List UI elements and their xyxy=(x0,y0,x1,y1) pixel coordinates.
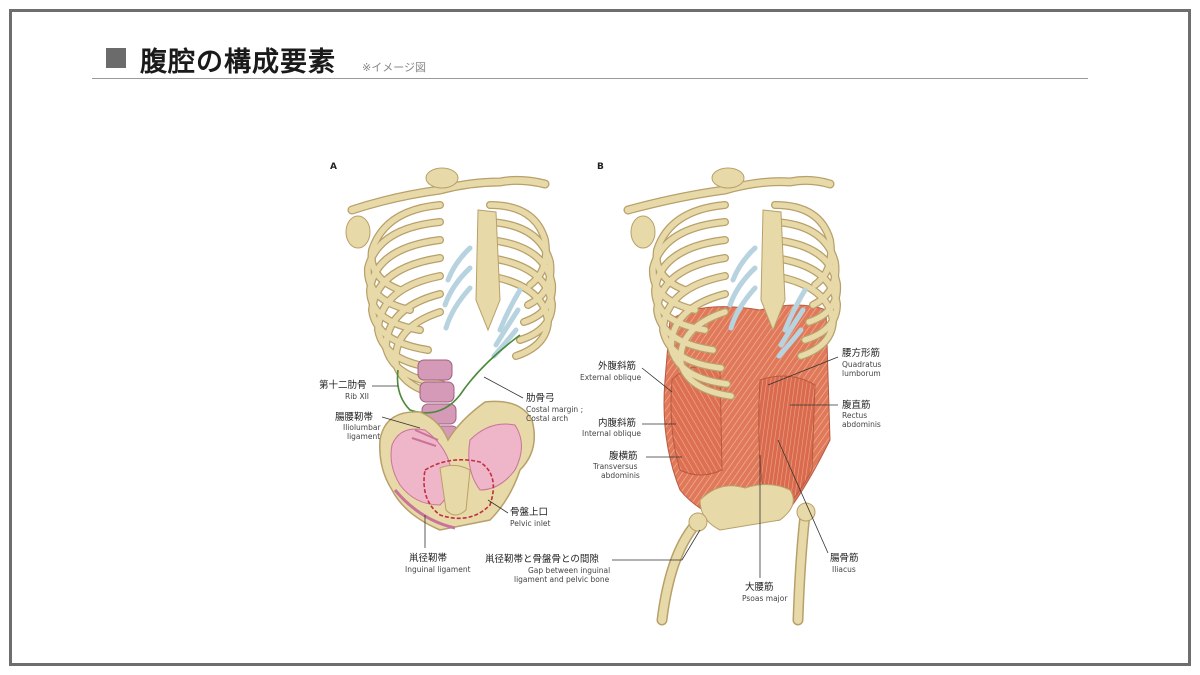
label-psoas-en: Psoas major xyxy=(742,594,788,603)
label-quad-en1: Quadratus xyxy=(842,360,881,369)
panel-b-labels: 外腹斜筋 External oblique 内腹斜筋 Internal obli… xyxy=(485,347,881,603)
label-gap-jp: 鼡径靭帯と骨盤骨との間隙 xyxy=(485,553,599,565)
label-rib12-jp: 第十二肋骨 xyxy=(319,379,367,391)
panel-a-skeleton: A xyxy=(330,162,557,531)
label-costal-en1: Costal margin ; xyxy=(526,405,583,414)
label-quad-en2: lumborum xyxy=(842,369,881,378)
label-psoas-jp: 大腰筋 xyxy=(745,581,774,593)
label-iliolumbar-en2: ligament xyxy=(347,432,380,441)
neck-vertebra-b xyxy=(711,167,745,189)
label-gap-en1: Gap between inguinal xyxy=(528,566,610,575)
label-pelvic-en: Pelvic inlet xyxy=(510,519,551,528)
label-rect-en1: Rectus xyxy=(842,411,867,420)
label-rib12-en: Rib XII xyxy=(345,392,369,401)
slide-header: 腹腔の構成要素 ※イメージ図 xyxy=(106,40,426,80)
sternum-a xyxy=(475,209,501,332)
inguinal-ligament-a xyxy=(393,489,456,530)
leader-quadratus xyxy=(767,356,839,386)
label-int-en: Internal oblique xyxy=(582,429,641,438)
iliolumbar-ligament-a xyxy=(411,429,439,447)
label-trans-jp: 腹横筋 xyxy=(609,450,638,462)
slide-frame xyxy=(9,9,1191,666)
leader-costal xyxy=(483,376,524,399)
pelvis-b xyxy=(699,484,794,531)
leader-external-oblique xyxy=(641,367,673,393)
panel-b-skeleton-muscles: B xyxy=(597,162,842,626)
label-rect-jp: 腹直筋 xyxy=(842,399,871,411)
sternum-b xyxy=(760,209,786,332)
slide-note: ※イメージ図 xyxy=(362,61,426,74)
label-iliolumbar-jp: 腸腰靭帯 xyxy=(335,411,374,423)
label-trans-en2: abdominis xyxy=(601,471,640,480)
title-underline xyxy=(92,78,1088,79)
title-bullet-square xyxy=(106,48,126,68)
panel-a-labels: 第十二肋骨 Rib XII 腸腰靭帯 Iliolumbar ligament 肋… xyxy=(319,376,583,574)
shoulder-knob-a xyxy=(345,215,371,249)
label-iliolumbar-en1: Iliolumbar xyxy=(343,423,381,432)
label-rect-en2: abdominis xyxy=(842,420,881,429)
label-costal-en2: Costal arch xyxy=(526,414,568,423)
shoulder-knob-b xyxy=(630,215,656,249)
iliac-fossa-right-a xyxy=(468,423,522,491)
leader-gap xyxy=(612,529,701,561)
label-ext-en: External oblique xyxy=(580,373,642,382)
panel-b-letter: B xyxy=(597,162,604,172)
label-inguinal-en: Inguinal ligament xyxy=(405,565,471,574)
label-iliacus-jp: 腸骨筋 xyxy=(830,552,859,564)
label-costal-jp: 肋骨弓 xyxy=(526,392,555,404)
leader-pelvic-inlet xyxy=(487,499,509,514)
costal-margin-line xyxy=(396,334,521,414)
neck-vertebra-a xyxy=(425,167,459,189)
label-iliacus-en: Iliacus xyxy=(832,565,856,574)
ribs-a xyxy=(363,201,557,400)
label-pelvic-jp: 骨盤上口 xyxy=(510,506,548,518)
label-ext-jp: 外腹斜筋 xyxy=(598,360,636,372)
sacrum-a xyxy=(439,464,471,516)
label-inguinal-jp: 鼡径靭帯 xyxy=(409,552,448,564)
leader-iliolumbar xyxy=(381,416,421,429)
leader-iliacus xyxy=(777,439,829,554)
label-trans-en1: Transversus xyxy=(592,462,638,471)
label-gap-en2: ligament and pelvic bone xyxy=(514,575,610,584)
panel-a-letter: A xyxy=(330,162,337,172)
slide-title: 腹腔の構成要素 xyxy=(140,47,336,78)
ribs-b xyxy=(648,201,842,400)
pelvic-inlet-line xyxy=(423,459,495,520)
label-quad-jp: 腰方形筋 xyxy=(842,347,880,359)
label-int-jp: 内腹斜筋 xyxy=(598,417,636,429)
femoral-head-left-b xyxy=(688,512,708,532)
